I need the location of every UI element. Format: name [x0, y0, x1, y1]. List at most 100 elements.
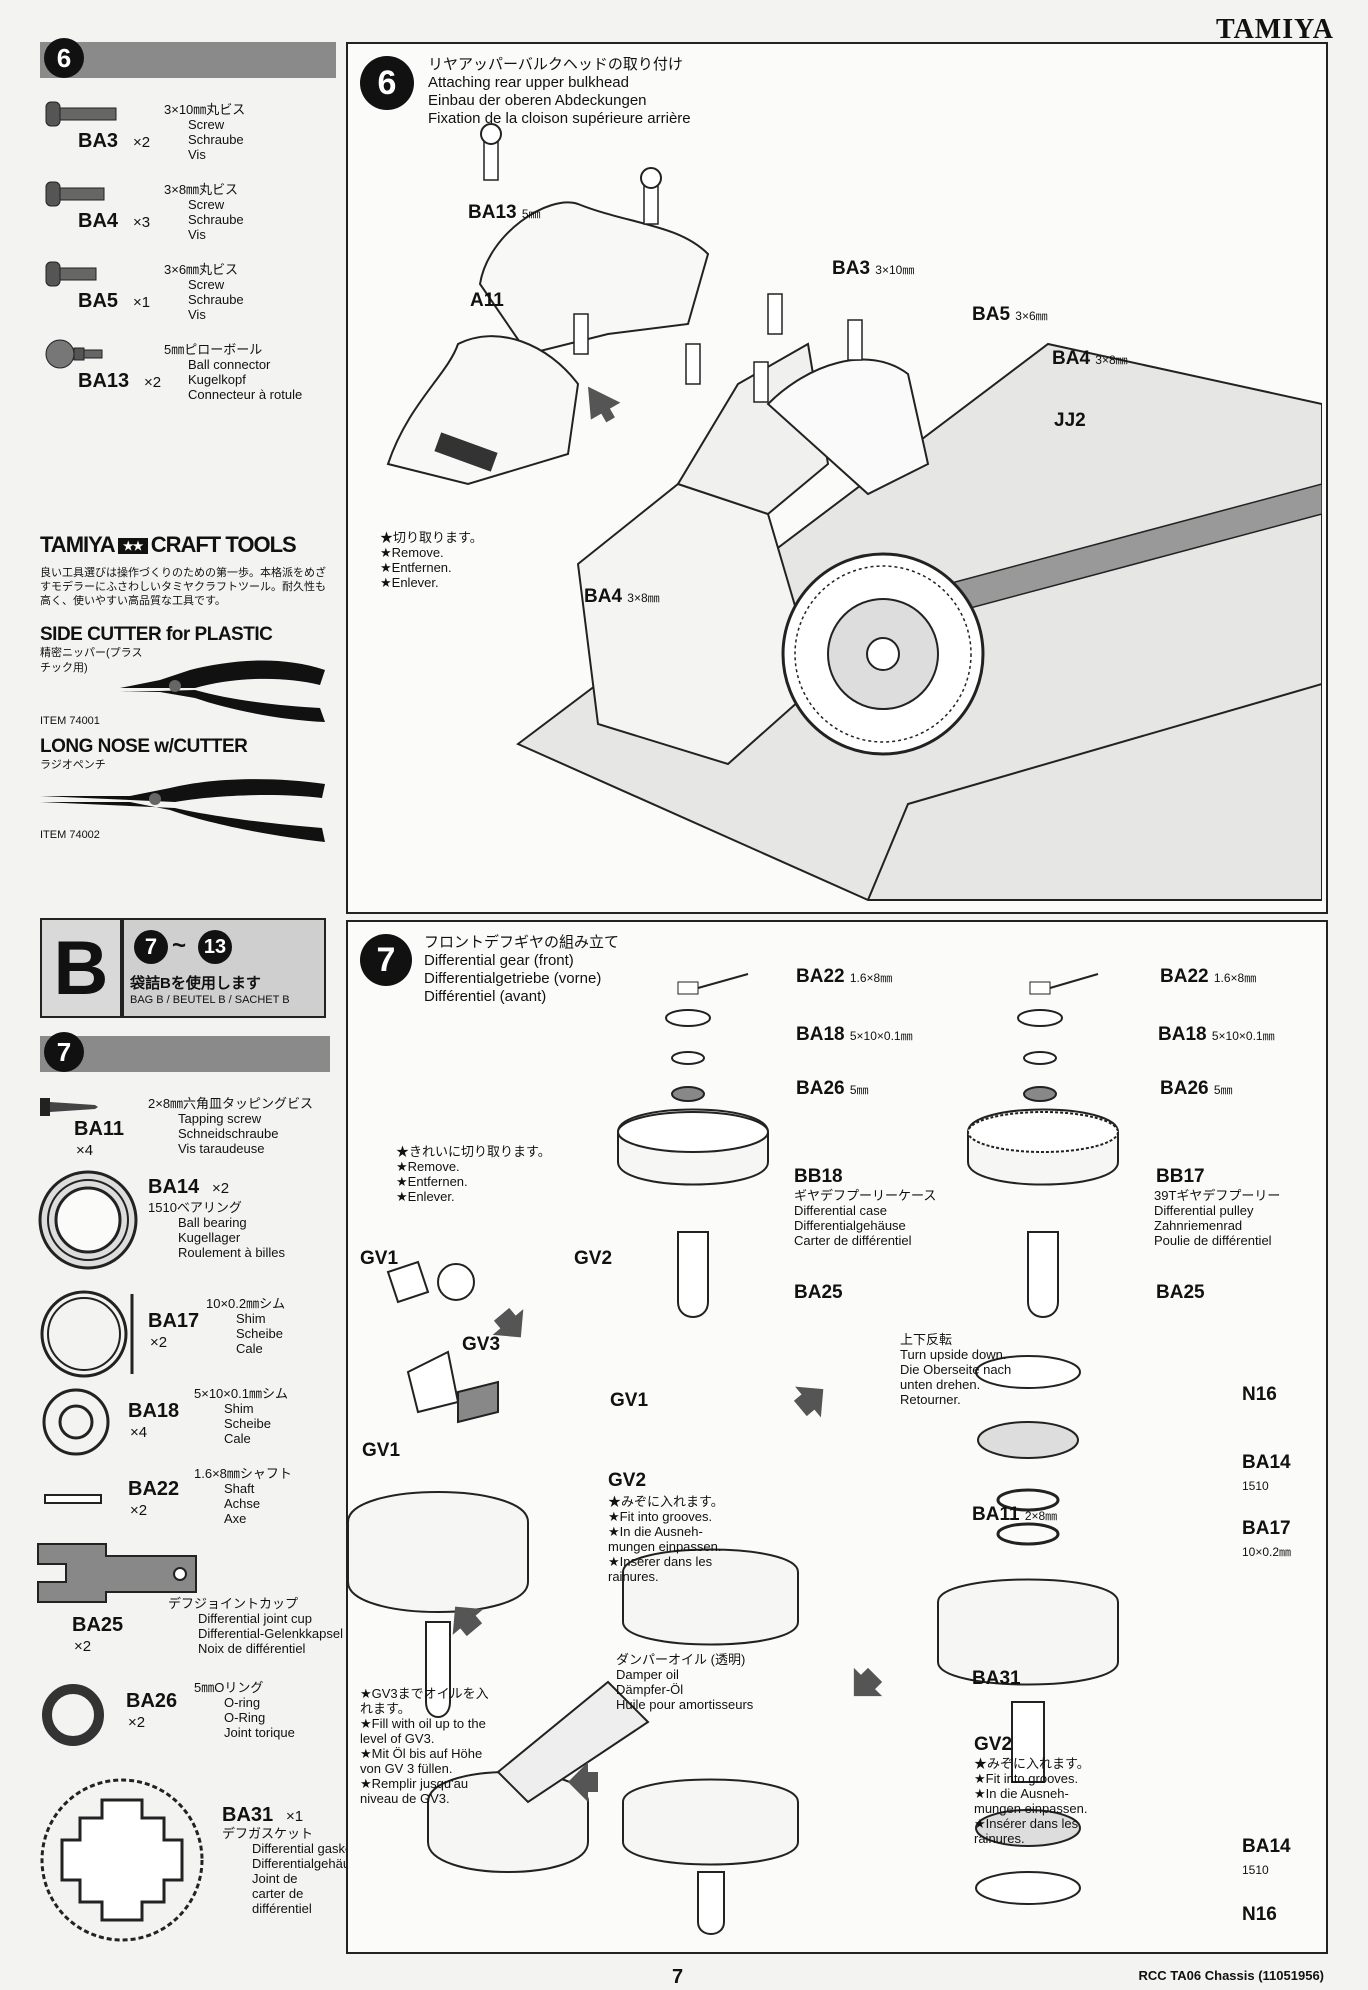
step7-label-n16-bottom: N16 [1242, 1904, 1277, 1925]
part-code-ba31: BA31 [222, 1804, 274, 1826]
ba17-shim-image [40, 1290, 134, 1378]
step7-number: 7 [360, 934, 412, 986]
part-code-ba14: BA14 [148, 1176, 200, 1198]
part-qty: ×2 [212, 1180, 230, 1197]
part-fr: Roulement à billes [178, 1245, 285, 1260]
part-jp: 1510ベアリング [148, 1200, 242, 1215]
step6-label-jj2: JJ2 [1054, 410, 1086, 431]
part-qty: ×2 [128, 1714, 146, 1731]
tool2-jp: ラジオペンチ [40, 759, 106, 771]
step7-title: フロントデフギヤの組み立て Differential gear (front) … [424, 934, 620, 1005]
step7-label-ba25-left: BA25 [794, 1282, 843, 1303]
step7-note-grooves-b: ★みぞに入れます。★Fit into grooves. ★In die Ausn… [974, 1756, 1090, 1846]
part-de: Schraube [188, 132, 244, 147]
part-de: Schraube [188, 212, 244, 227]
step6-illustration [386, 123, 1322, 901]
ba26-oring-image [42, 1684, 104, 1746]
tamiya-star-icon: ★★ [117, 538, 148, 555]
part-qty: ×1 [286, 1808, 304, 1825]
part-en: Screw [188, 197, 225, 212]
part-de: Schneidschraube [178, 1126, 279, 1141]
part-qty: ×2 [130, 1502, 148, 1519]
part-en: Differential joint cup [198, 1611, 312, 1626]
part-fr: Vis [188, 227, 206, 242]
long-nose-plier-image [40, 779, 325, 842]
bag-b-to: 13 [198, 930, 232, 964]
tool1-item: ITEM 74001 [40, 715, 100, 727]
brand-logo: TAMIYA [1215, 14, 1334, 45]
tool2-name: LONG NOSE w/CUTTER [40, 736, 248, 757]
page-number: 7 [672, 1966, 684, 1988]
part-qty: ×1 [133, 294, 151, 311]
craft-tools-desc: 良い工具選びは操作づくりのための第一歩。本格派をめざすモデラーにふさわしいタミヤ… [40, 567, 326, 607]
ba31-gasket-image [40, 1778, 204, 1942]
sidebar-step6-number: 6 [44, 38, 84, 78]
part-de: Achse [224, 1496, 261, 1511]
part-jp: 1.6×8㎜シャフト [194, 1466, 292, 1481]
part-qty: ×3 [133, 214, 151, 231]
part-jp: 5㎜ピローボール [164, 342, 263, 357]
step7-note-grooves-a: ★みぞに入れます。★Fit into grooves. ★In die Ausn… [608, 1494, 724, 1584]
tool2-item: ITEM 74002 [40, 829, 100, 841]
part-code-ba13: BA13 [78, 370, 130, 392]
bag-b-tilde: ~ [172, 932, 187, 959]
part-code-ba4: BA4 [78, 210, 119, 232]
step6-label-ba4a: BA4 3×8㎜ [1052, 348, 1128, 369]
part-en: Screw [188, 117, 225, 132]
part-code-ba25: BA25 [72, 1614, 124, 1636]
step7-label-gv3: GV3 [462, 1334, 501, 1355]
part-code-ba11: BA11 [74, 1118, 125, 1140]
part-en: Shim [236, 1311, 266, 1326]
step7-note-remove: ★きれいに切り取ります。★Remove. ★Entfernen.★Enlever… [396, 1144, 551, 1204]
step7-label-gv2-b: GV2 [608, 1470, 647, 1491]
step7-label-ba31: BA31 [972, 1668, 1021, 1689]
ba25-joint-cup-image [37, 1543, 197, 1603]
part-jp: デフガスケット [222, 1826, 314, 1841]
part-de: Kugelkopf [188, 372, 246, 387]
ba18-shim-image [42, 1388, 110, 1456]
part-fr: Connecteur à rotule [188, 387, 303, 402]
part-jp: 5×10×0.1㎜シム [194, 1386, 288, 1401]
tool1-name: SIDE CUTTER for PLASTIC [40, 624, 273, 645]
part-qty: ×2 [144, 374, 162, 391]
part-fr: Vis taraudeuse [178, 1141, 265, 1156]
step6-label-ba3: BA3 3×10㎜ [832, 258, 915, 279]
step6-label-ba5: BA5 3×6㎜ [972, 304, 1048, 325]
step7-label-n16-top: N16 [1242, 1384, 1277, 1405]
footer-model: RCC TA06 Chassis (11051956) [1138, 1968, 1324, 1983]
part-jp: 3×6㎜丸ビス [164, 262, 239, 277]
part-code-ba3: BA3 [78, 130, 119, 152]
ba14-bearing-image [38, 1170, 138, 1270]
screw-icon [45, 181, 105, 207]
step6-title: リヤアッパーバルクヘッドの取り付け Attaching rear upper b… [428, 56, 691, 127]
step7-label-ba26-right: BA26 5㎜ [1160, 1078, 1233, 1099]
part-fr: Noix de différentiel [198, 1641, 306, 1656]
step7-label-gv2-c: GV2 [974, 1734, 1013, 1755]
part-code-ba18: BA18 [128, 1400, 180, 1422]
step7-label-ba22-right: BA22 1.6×8㎜ [1160, 966, 1257, 987]
step6-number: 6 [360, 56, 414, 110]
part-en: Differential gasket [252, 1841, 356, 1856]
part-fr: Joint torique [224, 1725, 295, 1740]
part-fr: Axe [224, 1511, 247, 1526]
part-code-ba5: BA5 [78, 290, 119, 312]
step7-label-gv1-b: GV1 [610, 1390, 649, 1411]
part-jp: デフジョイントカップ [168, 1596, 299, 1611]
part-fr: Joint de carter de différentiel [252, 1871, 312, 1916]
ball-connector-icon [45, 339, 103, 369]
step7-illustration [348, 973, 1119, 1935]
part-jp: 3×8㎜丸ビス [164, 182, 239, 197]
part-code-ba17: BA17 [148, 1310, 200, 1332]
part-en: Shim [224, 1401, 254, 1416]
part-jp: 5㎜Oリング [194, 1680, 264, 1695]
bag-b-en: BAG B / BEUTEL B / SACHET B [130, 994, 290, 1006]
sidebar-step7-number: 7 [44, 1032, 84, 1072]
part-fr: Vis [188, 147, 206, 162]
part-en: Screw [188, 277, 225, 292]
step6-label-a11: A11 [470, 290, 504, 311]
step7-label-ba18-left: BA18 5×10×0.1㎜ [796, 1024, 913, 1045]
